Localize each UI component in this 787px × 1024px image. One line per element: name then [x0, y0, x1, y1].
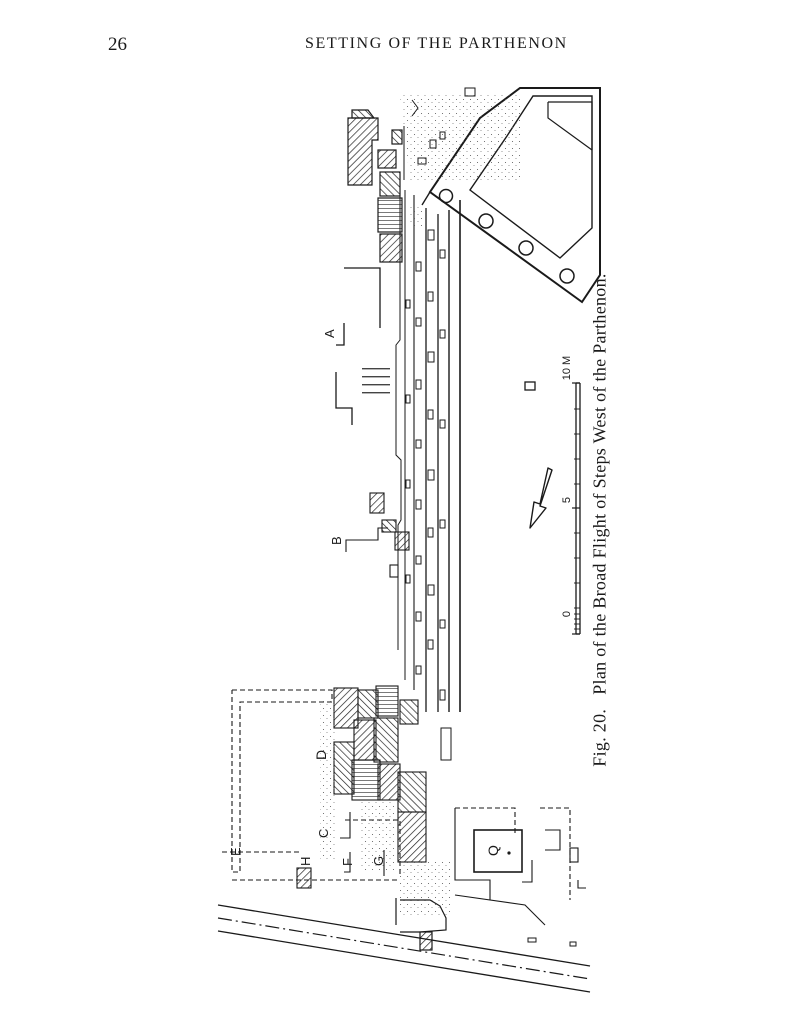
step-lines	[395, 186, 461, 712]
arrow-down-left-icon	[529, 467, 553, 529]
scale-tick-5: 5	[561, 497, 573, 503]
area-a-outline	[335, 267, 381, 425]
area-d-ruins	[333, 685, 427, 863]
upper-ruins	[347, 109, 403, 263]
upper-stipple	[400, 95, 520, 227]
page-number: 26	[108, 34, 127, 55]
label-b: B	[329, 536, 344, 545]
running-head: SETTING OF THE PARTHENON	[305, 35, 568, 52]
upper-fragments	[403, 87, 476, 180]
lower-stipple	[320, 700, 450, 918]
area-q-point	[507, 851, 511, 855]
area-cfgh-details	[296, 800, 395, 889]
scale-tick-10: 10 M	[561, 356, 573, 380]
boundary-lines	[217, 904, 591, 993]
label-a: A	[322, 329, 337, 338]
boundary-marks	[527, 937, 577, 947]
label-q: Q	[485, 845, 501, 856]
parthenon-columns	[438, 188, 575, 284]
reference-mark	[524, 381, 536, 391]
area-b-ruins	[345, 492, 410, 578]
lower-ramp	[395, 898, 447, 951]
label-g: G	[371, 856, 386, 866]
scale-bar	[572, 382, 581, 635]
label-e: E	[228, 847, 243, 856]
area-a-dots	[362, 368, 390, 394]
page-header: 26 SETTING OF THE PARTHENON	[0, 34, 787, 64]
label-f: F	[340, 858, 355, 866]
area-q-structure	[454, 807, 586, 926]
label-h: H	[298, 857, 313, 866]
figure-number: Fig. 20.	[589, 708, 610, 767]
scale-tick-0: 0	[561, 611, 573, 617]
figure-caption-text: Plan of the Broad Flight of Steps West o…	[589, 273, 610, 695]
step-blocks	[405, 229, 452, 761]
